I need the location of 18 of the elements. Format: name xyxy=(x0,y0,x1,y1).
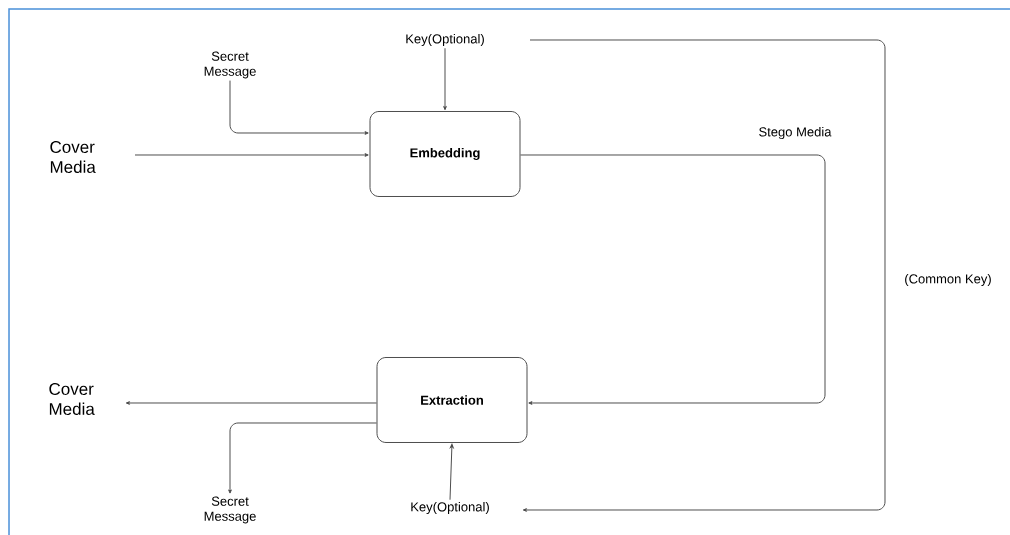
text-label: Key(Optional) xyxy=(411,501,489,515)
text-label: Secret Message xyxy=(204,51,256,79)
arrow xyxy=(443,47,447,111)
process-box: Extraction xyxy=(376,357,528,443)
arrow xyxy=(229,80,369,135)
arrow xyxy=(522,39,886,512)
arrow xyxy=(520,154,826,405)
edge-label: (Common Key) xyxy=(903,272,993,288)
text-label: Cover Media xyxy=(50,141,96,173)
arrow xyxy=(228,422,377,494)
text-label: Key(Optional) xyxy=(406,33,484,47)
text-label: Cover Media xyxy=(49,382,95,415)
arrow xyxy=(125,401,377,405)
edge-label: Stego Media xyxy=(757,125,833,141)
text-label: Secret Message xyxy=(204,496,256,524)
arrow xyxy=(134,153,369,157)
arrow xyxy=(449,443,454,501)
process-box: Embedding xyxy=(369,111,521,197)
